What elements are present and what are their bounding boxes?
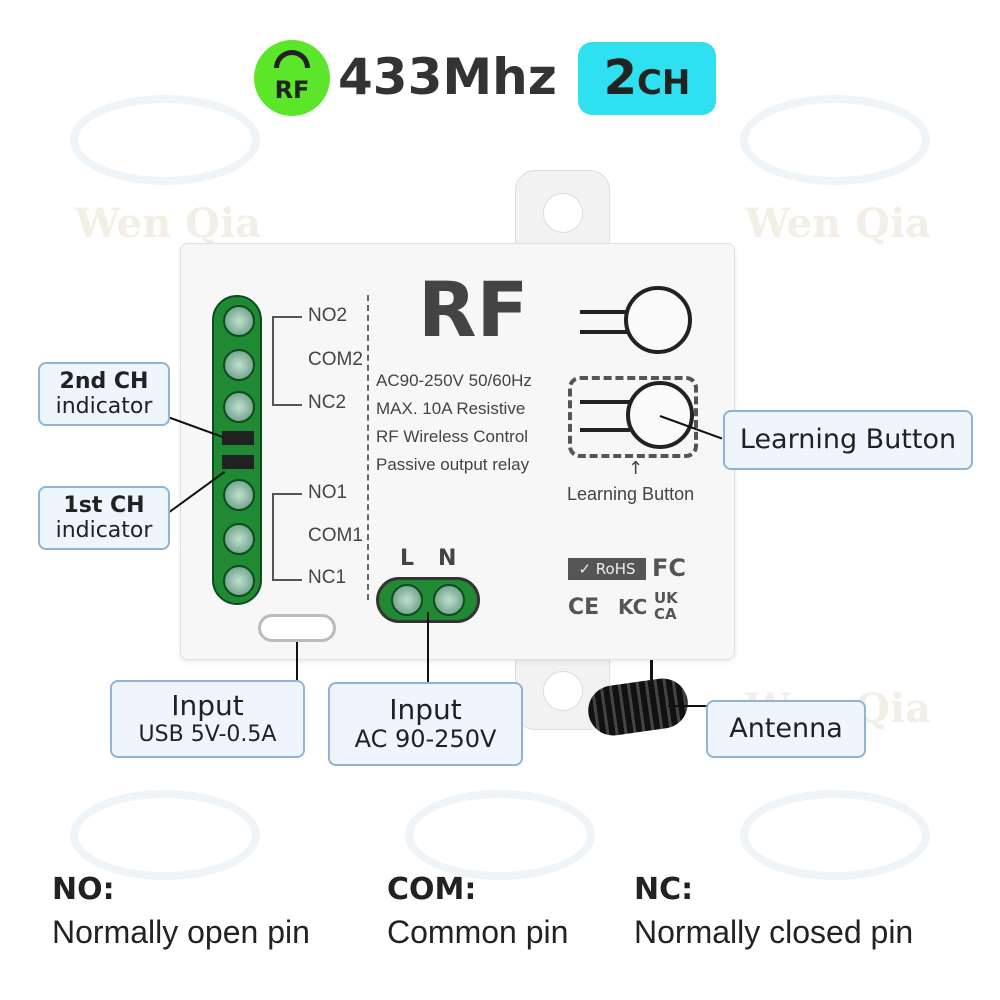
learning-button[interactable] [626,381,694,449]
button-symbol-line [580,310,630,314]
callout-subtitle: AC 90-250V [354,725,497,754]
callout-title: Learning Button [739,424,957,456]
frequency: 433Mhz [338,48,557,106]
callout-title: Antenna [729,713,843,745]
screw [391,584,423,616]
watermark-logo [740,95,930,185]
button-symbol-line [580,400,630,404]
relay1-symbol [272,493,302,581]
kc-mark: KC [618,595,648,619]
watermark-text: Wen Qia [745,200,932,247]
antenna-wire [650,660,653,690]
rohs-text: RoHS [595,560,636,578]
rf-badge: RF [254,40,330,116]
screw [223,523,255,555]
rohs-mark: ✓ RoHS [568,558,646,580]
watermark-logo [740,790,930,880]
spec-line: RF Wireless Control [376,427,529,446]
ce-mark: CE [568,595,600,620]
learning-button-label: Learning Button [567,484,695,504]
channel-count: 2 [603,50,637,106]
button-symbol-line [580,428,630,432]
pin-nc2: NC2 [308,392,347,413]
watermark-text: Wen Qia [75,200,262,247]
wifi-signal-icon [274,50,310,68]
callout-title: Input [171,689,244,723]
learning-button-box [568,376,698,458]
callout-ch2-indicator: 2nd CH indicator [38,362,170,426]
callout-title: Input [389,693,462,727]
spec-line: AC90-250V 50/60Hz [376,371,532,390]
channel-badge: 2CH [578,42,716,115]
legend-value-nc: Normally closed pin [634,914,914,950]
ch2-led [222,431,254,445]
channel-unit: CH [636,63,691,103]
relay-terminal-block [212,295,262,605]
watermark-logo [70,790,260,880]
legend-key-com: COM: [387,872,477,907]
usb-c-port [258,614,336,642]
callout-ch1-indicator: 1st CH indicator [38,486,170,550]
screw [433,584,465,616]
callout-subtitle: USB 5V-0.5A [138,722,277,748]
callout-antenna: Antenna [706,700,866,758]
legend-value-no: Normally open pin [52,914,310,950]
callout-title: 2nd CH [59,368,149,394]
ch1-led [222,455,254,469]
callout-subtitle: indicator [55,518,153,543]
screw [223,565,255,597]
relay2-symbol [272,316,302,406]
terminal-label-l: L [400,546,415,571]
fc-mark: FC [652,554,687,582]
terminal-label-n: N [438,546,457,571]
device-title: RF [418,265,529,354]
watermark-logo [70,95,260,185]
button-symbol-line [580,330,630,334]
legend-value-com: Common pin [387,914,569,950]
button-symbol-top [624,286,692,354]
divider-dashed [367,295,369,600]
pin-nc1: NC1 [308,567,347,588]
watermark-logo [405,790,595,880]
rf-badge-text: RF [274,76,310,104]
leader-line [668,705,708,707]
screw [223,349,255,381]
ukca-mark: UK CA [654,589,678,623]
callout-usb-input: Input USB 5V-0.5A [110,680,305,758]
screw [223,391,255,423]
pin-com2: COM2 [308,349,363,370]
callout-learning-button: Learning Button [723,410,973,470]
pin-no1: NO1 [308,482,348,503]
callout-subtitle: indicator [55,394,153,419]
pin-com1: COM1 [308,525,363,546]
leader-line [296,642,298,682]
spec-line: Passive output relay [376,455,530,474]
leader-line [427,612,429,682]
pin-no2: NO2 [308,305,348,326]
up-arrow-icon: ↑ [628,458,644,479]
spec-line: MAX. 10A Resistive [376,399,526,418]
callout-ac-input: Input AC 90-250V [328,682,523,766]
screw [223,479,255,511]
legend-key-no: NO: [52,872,115,907]
screw [223,305,255,337]
legend-key-nc: NC: [634,872,694,907]
callout-title: 1st CH [63,492,145,518]
